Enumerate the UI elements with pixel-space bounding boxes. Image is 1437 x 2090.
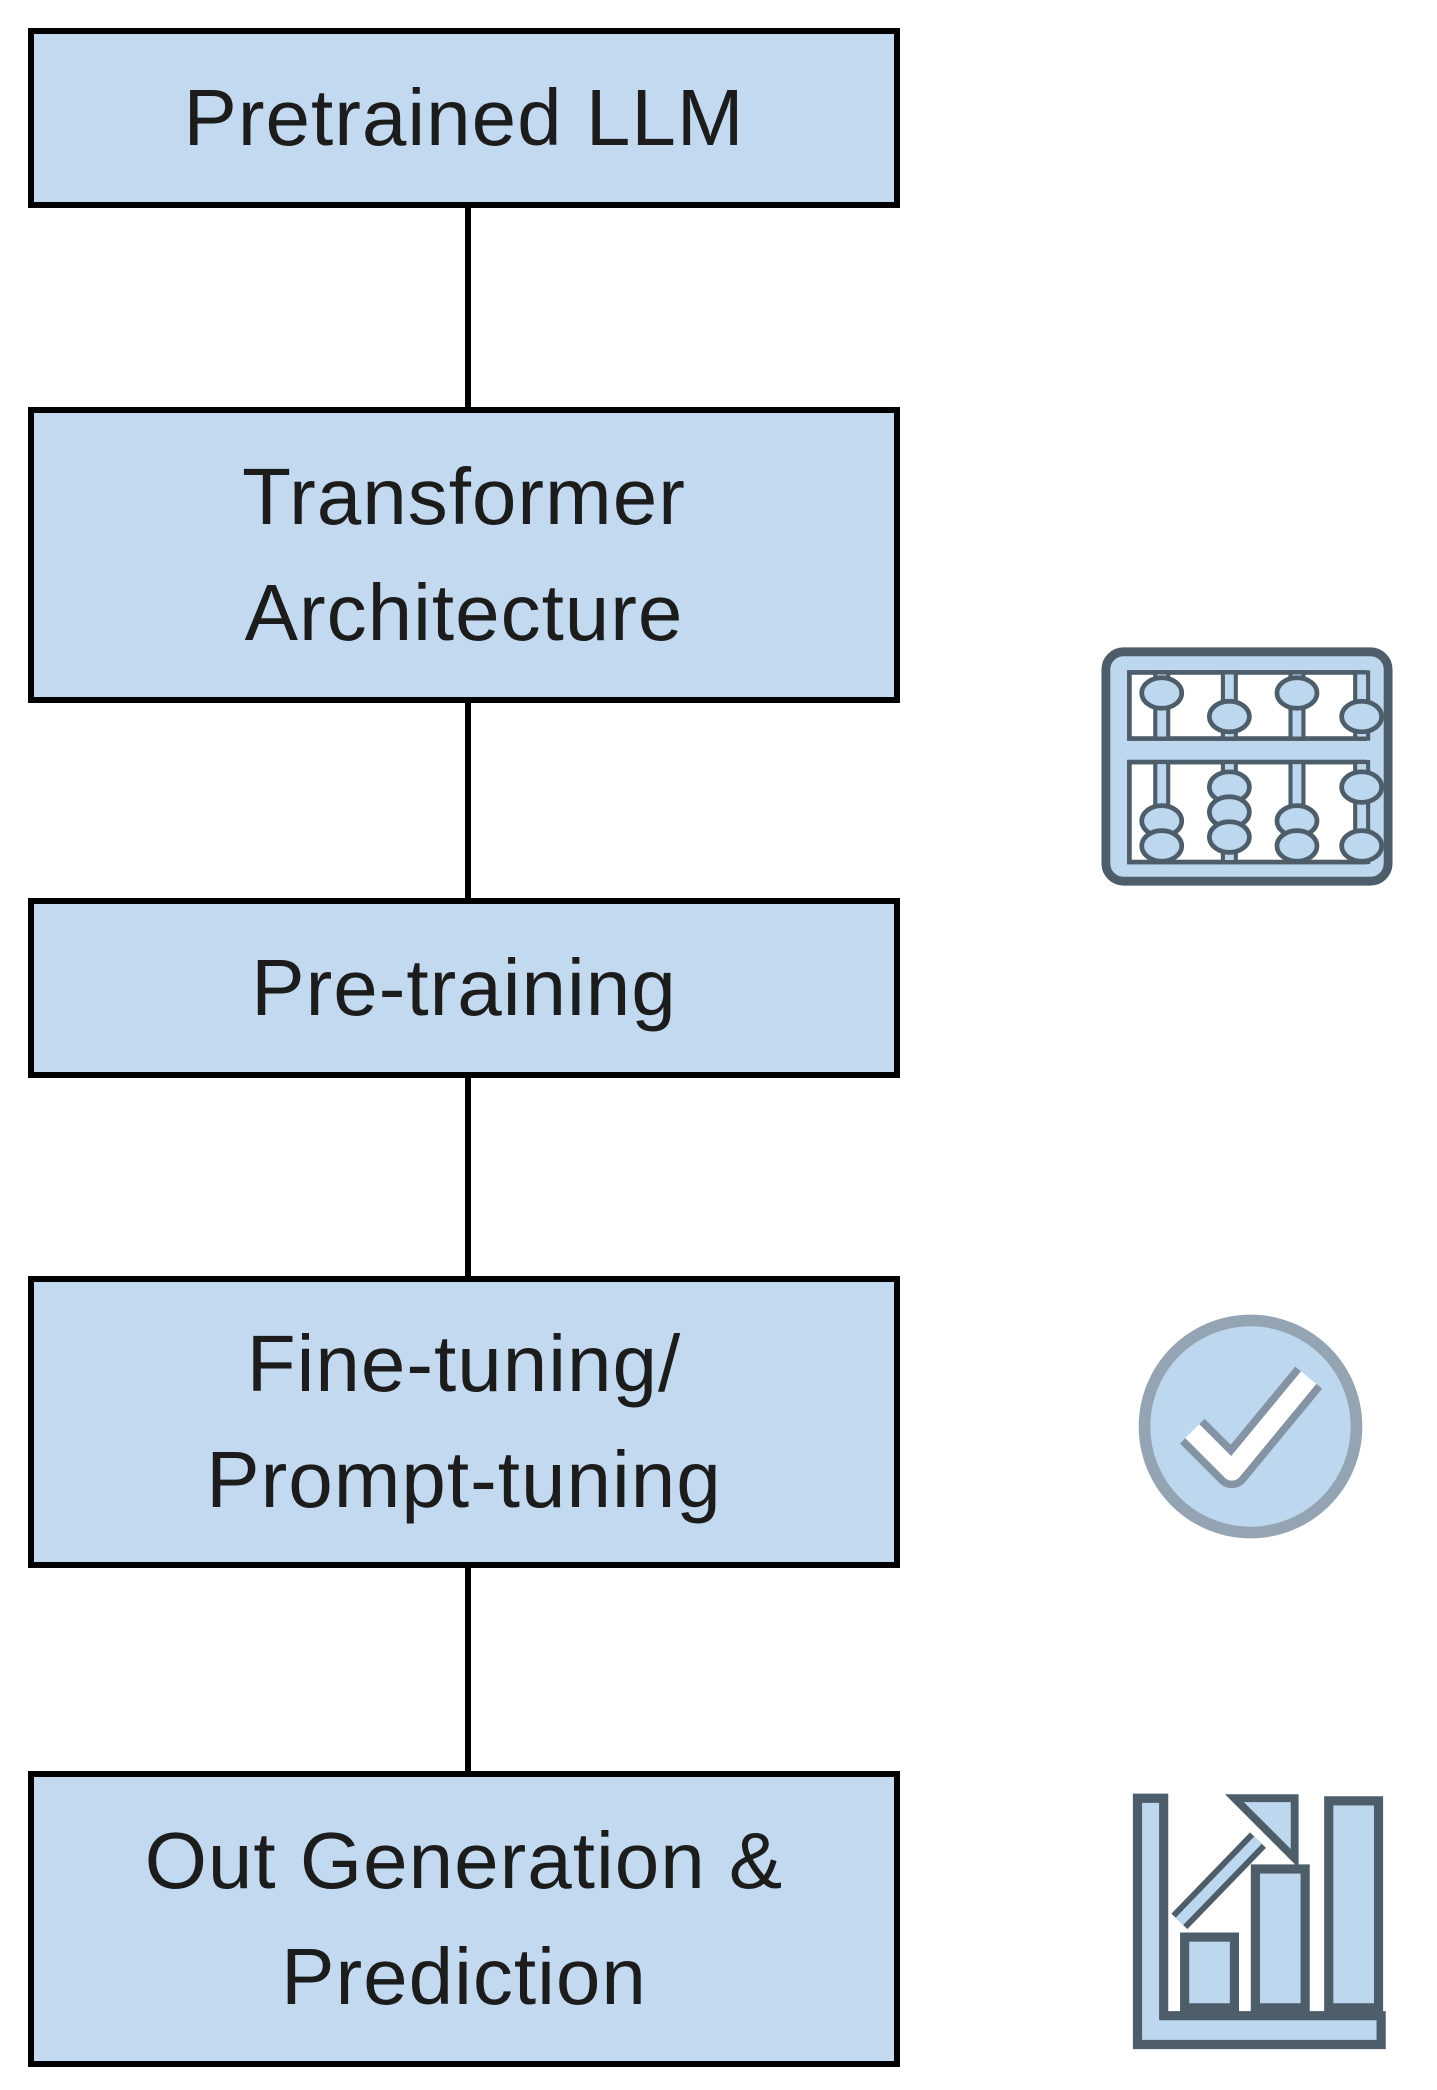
node-label-line: Pretrained LLM <box>183 73 745 162</box>
connector-line-3 <box>465 1078 471 1276</box>
node-pretrained-llm: Pretrained LLM <box>28 28 900 208</box>
node-out-generation-prediction: Out Generation & Prediction <box>28 1771 900 2067</box>
check-circle-icon <box>1138 1314 1363 1539</box>
abacus-icon <box>1101 647 1393 886</box>
node-label-line: Pre-training <box>251 943 677 1032</box>
node-pre-training: Pre-training <box>28 898 900 1078</box>
bar-chart-growth-icon <box>1132 1793 1386 2050</box>
node-label-line: Prompt-tuning <box>206 1435 722 1524</box>
node-fine-tuning-prompt-tuning: Fine-tuning/ Prompt-tuning <box>28 1276 900 1568</box>
node-transformer-architecture: Transformer Architecture <box>28 407 900 703</box>
node-label-line: Fine-tuning/ <box>246 1319 682 1408</box>
connector-line-1 <box>465 208 471 407</box>
node-label-line: Transformer <box>242 452 686 541</box>
connector-line-2 <box>465 703 471 898</box>
node-label-line: Prediction <box>281 1932 647 2021</box>
node-label-line: Out Generation & <box>144 1816 784 1905</box>
node-label-line: Architecture <box>244 568 684 657</box>
connector-line-4 <box>465 1568 471 1771</box>
